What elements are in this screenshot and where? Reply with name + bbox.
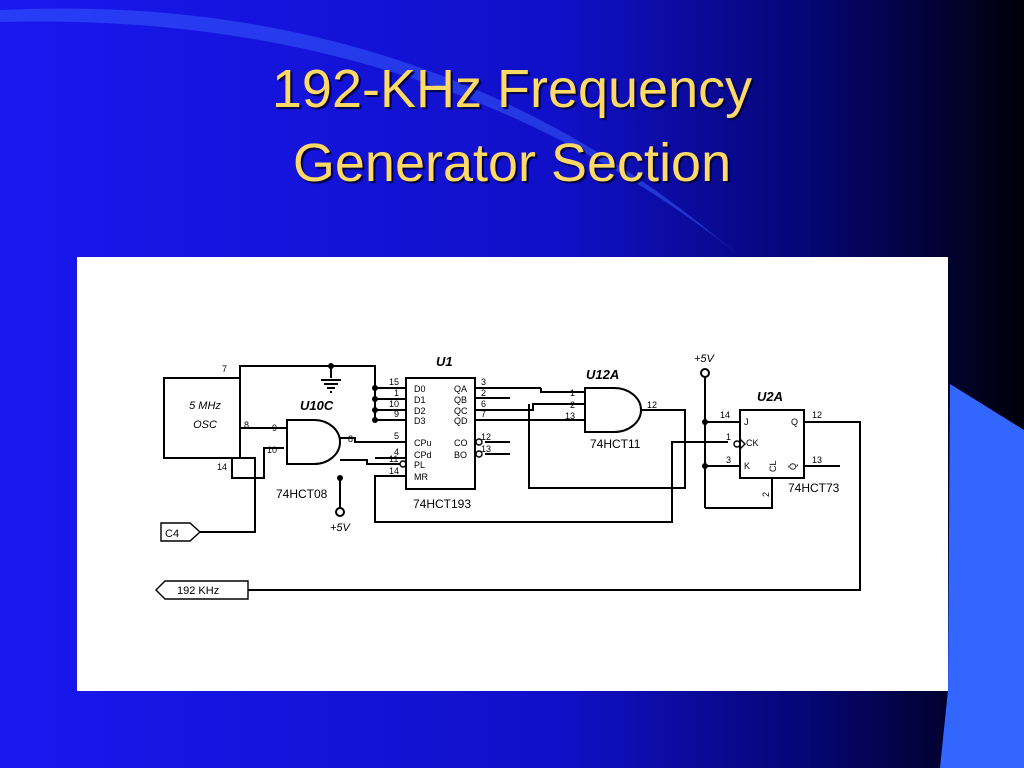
u12a-pin-13: 13 <box>565 411 575 421</box>
u1-ref: U1 <box>436 354 453 369</box>
u2a-label-qbar: Q̄ <box>788 463 798 470</box>
u1-pin-9: 9 <box>394 409 399 419</box>
osc-pin-8: 8 <box>244 420 249 430</box>
u10c-pin-9: 9 <box>272 423 277 433</box>
and-gate-u12a: U12A 74HCT11 1 2 13 12 <box>565 367 657 451</box>
u2a-supply: +5V <box>694 353 716 365</box>
u1-pin-3: 3 <box>481 377 486 387</box>
u2a-part: 74HCT73 <box>788 481 840 495</box>
u1-label-co: CO <box>454 438 468 448</box>
u2a-pin-14: 14 <box>720 410 730 420</box>
u2a-inv-ck <box>733 440 741 448</box>
u1-pin-6: 6 <box>481 399 486 409</box>
u1-pin-4: 4 <box>394 447 399 457</box>
u1-pin-15: 15 <box>389 377 399 387</box>
u1-pin-14: 14 <box>389 466 399 476</box>
schematic-diagram: 5 MHz OSC 7 8 14 U10C 74HCT08 9 10 8 +5V… <box>155 353 861 600</box>
u10c-supply-terminal <box>335 507 345 517</box>
u1-pin-10: 10 <box>389 399 399 409</box>
slide-title: 192-KHz Frequency Generator Section <box>0 52 1024 200</box>
u2a-pin-13: 13 <box>812 455 822 465</box>
junction-dots <box>328 363 708 481</box>
u1-label-qc: QC <box>454 406 468 416</box>
and-gate-u10c: U10C 74HCT08 9 10 8 +5V <box>267 398 353 534</box>
u1-label-pl: PL <box>414 460 425 470</box>
u2a-ref: U2A <box>757 389 783 404</box>
u12a-ref: U12A <box>586 367 619 382</box>
port-192khz-label: 192 KHz <box>177 585 219 597</box>
u2a-pin-12: 12 <box>812 410 822 420</box>
u12a-pin-1: 1 <box>570 388 575 398</box>
u1-label-d3: D3 <box>414 416 426 426</box>
u10c-ref: U10C <box>300 398 334 413</box>
u2a-label-cl: CL <box>768 460 778 472</box>
u2a-label-ck: CK <box>746 438 759 448</box>
u2a-pin-1: 1 <box>726 432 731 442</box>
port-192khz: 192 KHz <box>155 580 249 600</box>
osc-pin-14: 14 <box>217 462 227 472</box>
osc-label-freq: 5 MHz <box>189 400 221 412</box>
port-c4: C4 <box>160 522 202 542</box>
u1-pin-12: 12 <box>481 432 491 442</box>
u12a-pin-12: 12 <box>647 400 657 410</box>
u1-pin-13: 13 <box>481 444 491 454</box>
u2a-pin-2: 2 <box>761 492 771 497</box>
u1-pin-1: 1 <box>394 388 399 398</box>
u1-label-d0: D0 <box>414 384 426 394</box>
osc-pin-7: 7 <box>222 364 227 374</box>
u1-label-mr: MR <box>414 472 428 482</box>
flip-flop-u2a: +5V U2A 74HCT73 J CK K Q Q̄ CL 14 1 3 12… <box>694 353 840 497</box>
u1-label-cpd: CPd <box>414 450 432 460</box>
wires <box>200 365 861 591</box>
u2a-label-q: Q <box>791 417 798 427</box>
u1-pin-2: 2 <box>481 388 486 398</box>
u10c-pin-8: 8 <box>348 434 353 444</box>
u1-inv-pl <box>399 460 407 468</box>
u1-pin-7: 7 <box>481 409 486 419</box>
u1-pin-5: 5 <box>394 431 399 441</box>
ground-icon <box>321 379 341 393</box>
u2a-supply-terminal <box>700 368 710 378</box>
u10c-pin-10: 10 <box>267 445 277 455</box>
oscillator-5mhz: 5 MHz OSC 7 8 14 <box>163 364 249 472</box>
u1-label-qa: QA <box>454 384 467 394</box>
u12a-part: 74HCT11 <box>590 437 641 451</box>
u10c-supply: +5V <box>330 522 352 534</box>
title-line-1: 192-KHz Frequency <box>271 59 753 119</box>
u1-label-bo: BO <box>454 450 467 460</box>
u1-label-cpu: CPu <box>414 438 432 448</box>
clock-edge-icon <box>739 438 746 450</box>
u1-part: 74HCT193 <box>413 497 471 511</box>
u2a-pin-3: 3 <box>726 455 731 465</box>
port-c4-label: C4 <box>165 528 179 540</box>
u2a-label-k: K <box>744 461 750 471</box>
counter-u1: U1 74HCT193 D0 D1 D2 D3 CPu CPd PL MR QA… <box>389 354 491 511</box>
schematic-panel: 5 MHz OSC 7 8 14 U10C 74HCT08 9 10 8 +5V… <box>77 257 948 691</box>
u1-pin-11: 11 <box>389 454 398 464</box>
u1-label-qd: QD <box>454 416 468 426</box>
u1-label-d1: D1 <box>414 395 426 405</box>
u12a-pin-2: 2 <box>570 400 575 410</box>
u1-inv-bo <box>475 450 483 458</box>
title-line-2: Generator Section <box>292 133 732 193</box>
u1-inv-co <box>475 438 483 446</box>
u1-label-qb: QB <box>454 395 467 405</box>
u2a-label-j: J <box>744 417 749 427</box>
osc-label-type: OSC <box>193 419 217 431</box>
u10c-part: 74HCT08 <box>276 487 328 501</box>
u1-label-d2: D2 <box>414 406 426 416</box>
